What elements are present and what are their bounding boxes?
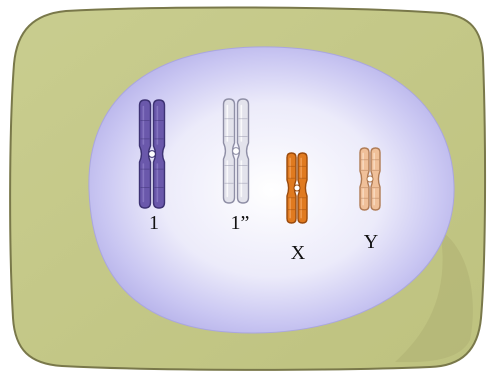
centromere [367, 176, 373, 182]
centromere [294, 185, 300, 191]
centromere [233, 148, 240, 155]
chromosome-label: 1 [149, 212, 159, 234]
centromere [149, 151, 156, 158]
chromosome-label: Y [364, 231, 378, 253]
chromosome-label: X [291, 242, 306, 264]
chromosome-label: 1” [231, 212, 250, 234]
